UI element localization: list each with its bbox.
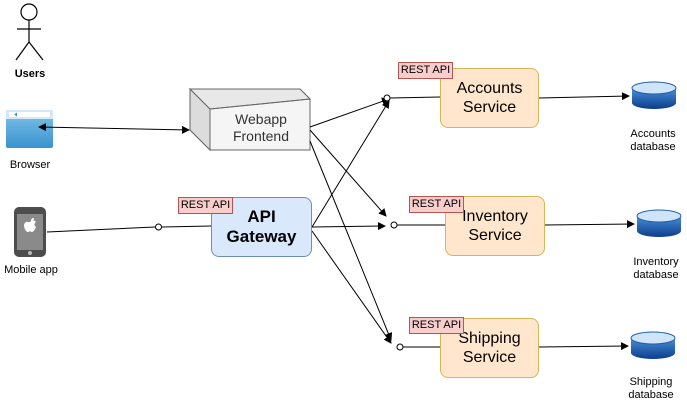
webapp-to-inventory-arrow [309,129,387,217]
webapp-frontend-label: Webapp Frontend [212,111,310,145]
webapp-to-shipping-arrow [309,140,393,341]
shipping-service-line2: Service [462,349,517,366]
shipping-rest-api-tag: REST API [409,317,464,334]
mobile-phone-icon [14,207,46,257]
inventory-rest-api-tag: REST API [409,196,464,213]
accounts-service-box[interactable]: Accounts Service [440,68,539,128]
webapp-frontend-cube [188,87,312,152]
gateway-to-inventory-arrow [311,222,386,231]
gateway-to-shipping-arrow [311,230,392,344]
gateway-rest-api-tag: REST API [178,197,233,214]
users-label: Users [14,68,46,80]
gateway-port-circle [155,223,162,231]
shipping-service-line1: Shipping [458,330,521,347]
api-gateway-line2: Gateway [226,227,297,246]
accounts-database-line2: database [630,141,676,153]
shipping-database-label: Shipping database [616,376,686,402]
inventory-database-label: Inventory database [622,256,687,282]
shipping-port-circle [396,343,404,351]
user-actor-icon [15,3,44,61]
api-gateway-line1: API [247,207,276,226]
shipping-to-db-arrow [538,342,629,351]
inventory-database-line1: Inventory [633,256,679,268]
accounts-database-label: Accounts database [617,128,687,154]
webapp-to-accounts-arrow [309,97,390,128]
accounts-to-db-arrow [538,92,630,101]
webapp-frontend-line2: Frontend [232,128,290,144]
browser-label: Browser [9,159,51,171]
shipping-database-line2: database [628,389,674,401]
accounts-service-line2: Service [462,99,517,116]
mobile-to-gateway-connector [46,226,156,233]
webapp-frontend-line1: Webapp [235,111,287,127]
shipping-database-icon [630,331,676,359]
gateway-entry-line [161,225,212,228]
accounts-entry-line [389,96,441,99]
inventory-service-line2: Service [468,227,522,244]
inventory-database-line2: database [633,269,679,281]
inventory-port-circle [390,221,398,229]
inventory-to-db-arrow [544,220,635,229]
accounts-database-line1: Accounts [630,128,676,140]
inventory-database-icon [636,209,682,237]
browser-icon [6,110,53,148]
gateway-to-accounts-arrow [311,100,390,228]
inventory-service-line1: Inventory [462,208,528,225]
browser-to-webapp-connector [38,123,190,134]
shipping-database-line1: Shipping [629,376,673,388]
accounts-service-line1: Accounts [456,80,523,97]
accounts-port-circle [383,94,391,102]
accounts-rest-api-tag: REST API [398,62,453,79]
accounts-database-icon [631,81,677,109]
mobile-app-label: Mobile app [4,264,58,276]
